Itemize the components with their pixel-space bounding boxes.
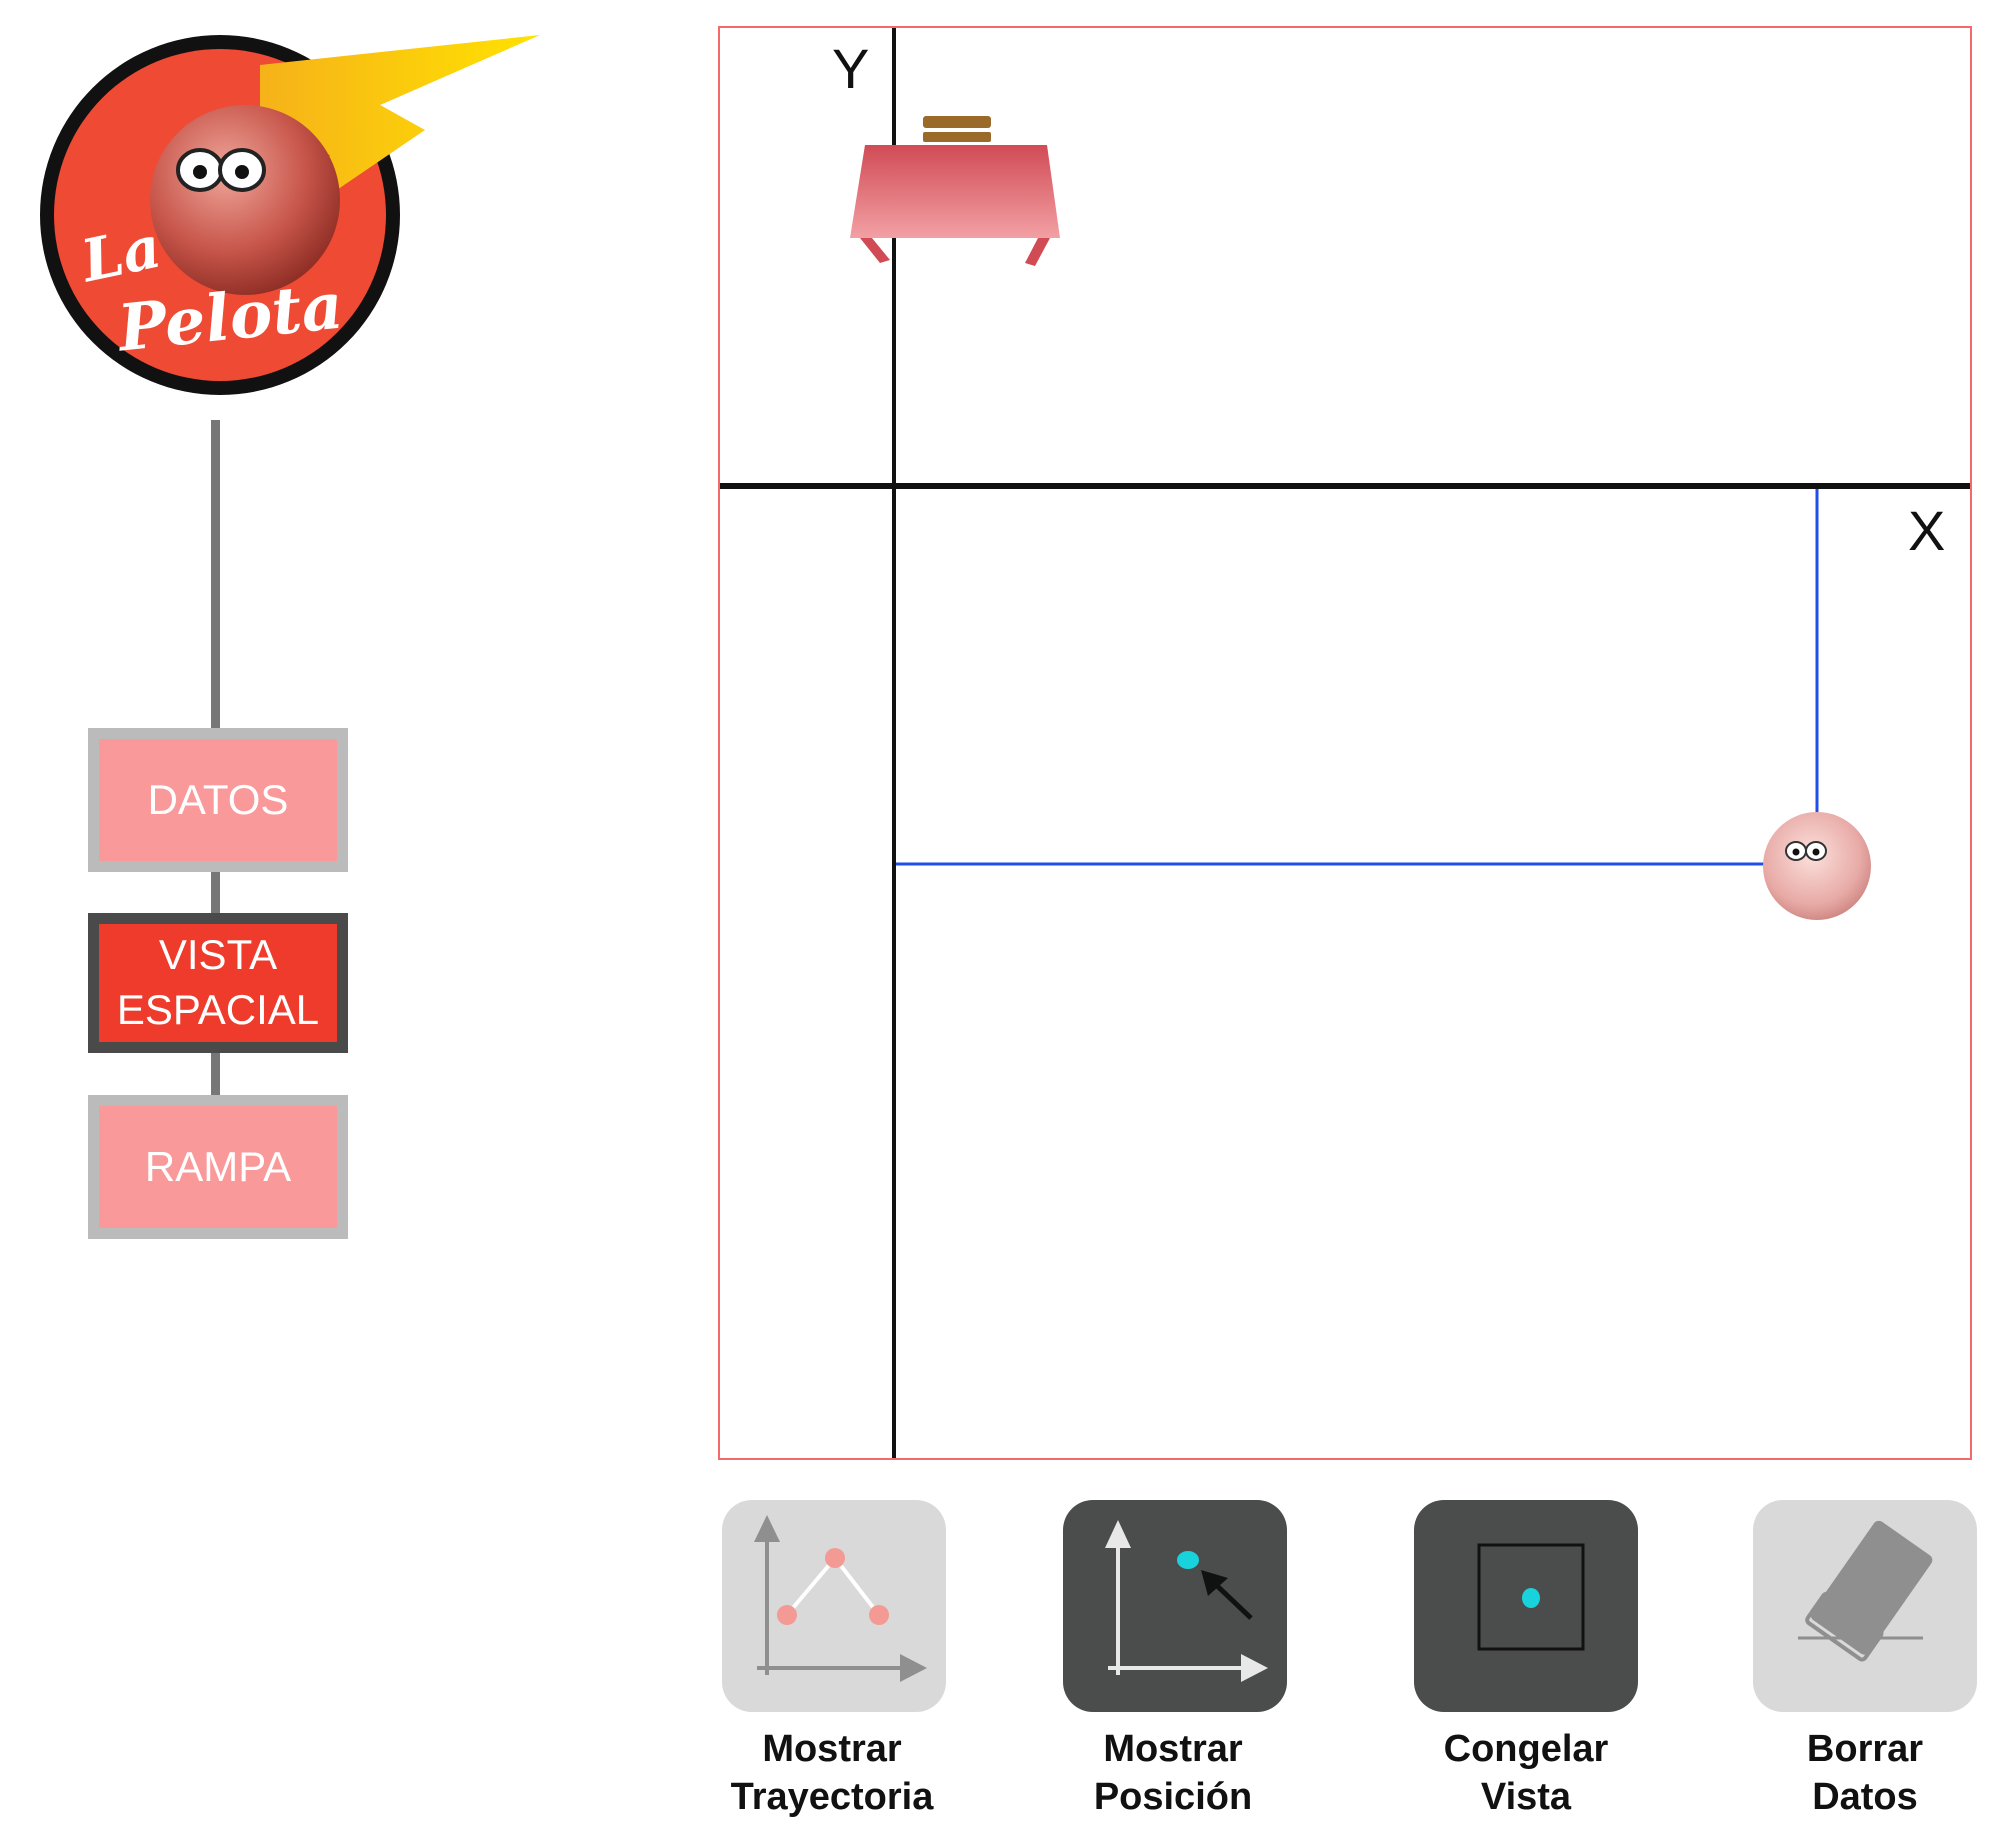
show-trajectory-button[interactable] (722, 1500, 946, 1712)
label-line-2: Vista (1480, 1776, 1572, 1818)
nav-label: RAMPA (144, 1142, 292, 1190)
x-axis-label: X (1908, 499, 1946, 562)
label-line-1: Mostrar (1103, 1728, 1243, 1770)
label-line-1: Mostrar (762, 1728, 902, 1770)
label-line-1: Borrar (1806, 1728, 1924, 1770)
erase-data-icon (1798, 1520, 1933, 1662)
y-axis-label: Y (832, 37, 870, 100)
label-line-2: Trayectoria (730, 1776, 934, 1818)
nav-rampa-button[interactable]: RAMPA (88, 1095, 348, 1239)
app-logo: La Pelota (30, 25, 550, 405)
show-trajectory-label[interactable]: Mostrar Trayectoria (702, 1725, 962, 1821)
show-position-button[interactable] (1063, 1500, 1287, 1712)
erase-data-label[interactable]: Borrar Datos (1735, 1725, 1995, 1821)
ball-icon[interactable] (1763, 812, 1871, 920)
freeze-view-button[interactable] (1414, 1500, 1638, 1712)
nav-datos-button[interactable]: DATOS (88, 728, 348, 872)
nav-connector-line (211, 1050, 220, 1095)
nav-label: DATOS (147, 775, 289, 823)
label-line-2: Posición (1093, 1776, 1253, 1818)
spatial-view-canvas[interactable]: Y X (718, 26, 1972, 1460)
show-position-icon (1105, 1520, 1268, 1682)
erase-data-button[interactable] (1753, 1500, 1977, 1712)
show-trajectory-icon (754, 1515, 927, 1682)
nav-connector-line (211, 420, 220, 730)
freeze-view-icon (1477, 1543, 1585, 1651)
show-position-label[interactable]: Mostrar Posición (1043, 1725, 1303, 1821)
table-icon (850, 116, 1060, 266)
label-line-2: Datos (1812, 1776, 1918, 1818)
freeze-view-label[interactable]: Congelar Vista (1396, 1725, 1656, 1821)
nav-label-line-1: VISTA (158, 931, 278, 979)
nav-label-line-2: ESPACIAL (116, 986, 320, 1033)
nav-connector-line (211, 870, 220, 915)
nav-vista-espacial-button[interactable]: VISTA ESPACIAL (88, 913, 348, 1053)
label-line-1: Congelar (1443, 1728, 1609, 1770)
